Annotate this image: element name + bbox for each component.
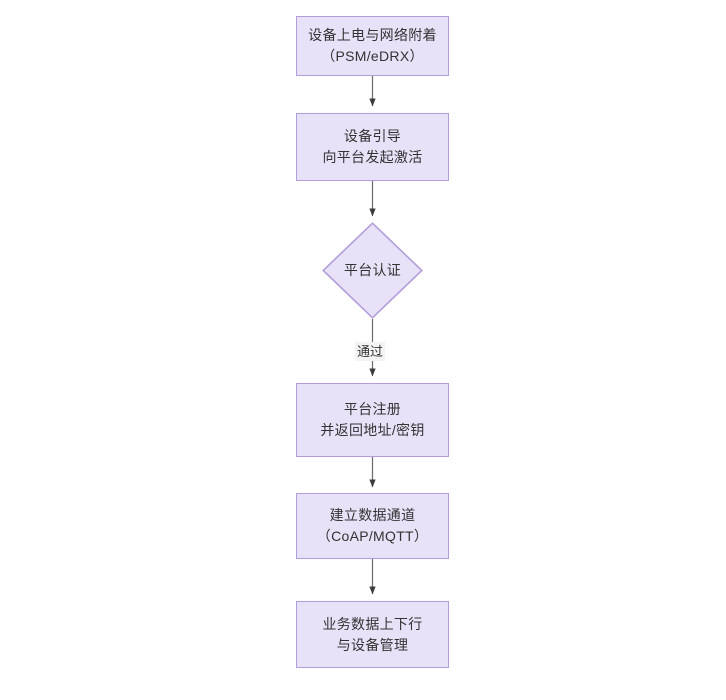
node-label-line1: 设备上电与网络附着 — [308, 27, 437, 43]
edge-label-text: 通过 — [357, 344, 384, 359]
diamond-shape — [322, 222, 423, 319]
node-establish-data-channel[interactable]: 建立数据通道 （CoAP/MQTT） — [296, 493, 449, 559]
node-device-bootstrap[interactable]: 设备引导 向平台发起激活 — [296, 113, 449, 181]
node-label-line2: （PSM/eDRX） — [321, 48, 424, 64]
node-label-line2: （CoAP/MQTT） — [316, 528, 429, 544]
node-business-data-and-device-mgmt[interactable]: 业务数据上下行 与设备管理 — [296, 601, 449, 668]
node-device-power-on[interactable]: 设备上电与网络附着 （PSM/eDRX） — [296, 16, 449, 76]
node-platform-auth-decision[interactable]: 平台认证 — [322, 222, 423, 319]
node-label-line2: 与设备管理 — [336, 636, 409, 653]
node-label-line1: 业务数据上下行 — [322, 615, 423, 632]
node-platform-register[interactable]: 平台注册 并返回地址/密钥 — [296, 383, 449, 457]
edge-label-pass: 通过 — [355, 342, 386, 361]
node-label-line2: 并返回地址/密钥 — [320, 422, 425, 438]
node-label-line1: 设备引导 — [343, 128, 402, 144]
node-label-line1: 平台认证 — [343, 262, 402, 278]
node-label-line2: 向平台发起激活 — [322, 149, 423, 165]
node-label-line1: 平台注册 — [343, 401, 402, 417]
node-label-line1: 建立数据通道 — [329, 507, 416, 523]
